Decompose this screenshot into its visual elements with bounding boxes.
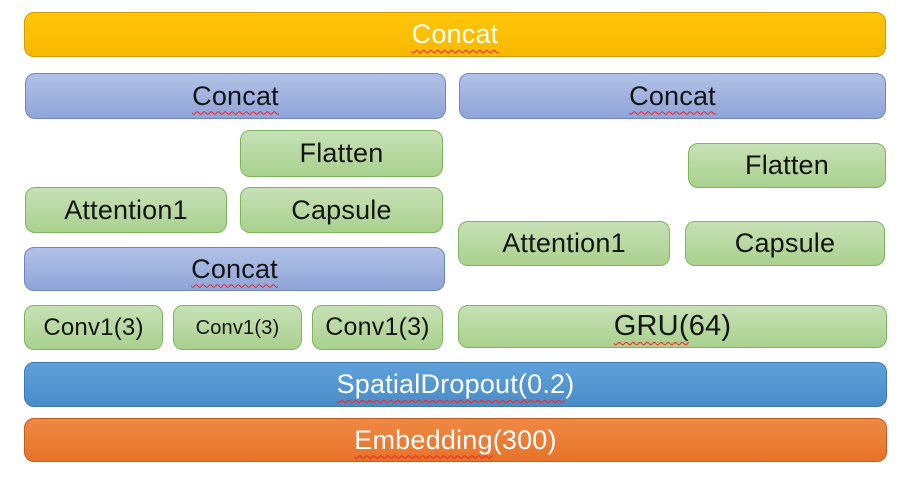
block-left-inner-concat: Concat [24,247,445,291]
block-left-branch-concat-label: Concat [192,80,279,111]
block-conv1-1-label: Conv1(3) [43,313,144,341]
block-right-flatten: Flatten [688,143,886,188]
block-embedding: Embedding(300) [24,418,887,462]
block-output-concat: Concat [24,12,886,57]
block-left-branch-concat: Concat [25,73,446,119]
block-spatial-dropout: SpatialDropout(0.2) [24,362,887,407]
block-left-flatten-label: Flatten [299,138,384,168]
block-output-concat-label: Concat [411,19,499,49]
block-left-attention: Attention1 [25,187,227,233]
block-left-attention-label: Attention1 [64,194,188,225]
block-gru: GRU(64) [458,305,887,348]
block-conv1-2-label: Conv1(3) [195,316,280,339]
block-left-capsule: Capsule [240,187,443,233]
block-right-attention-label: Attention1 [502,228,626,258]
block-embedding-label-prefix: Embedding [354,424,493,455]
block-conv1-1: Conv1(3) [24,305,163,350]
block-right-branch-concat: Concat [459,73,886,119]
block-right-capsule: Capsule [685,221,885,266]
block-conv1-3-label: Conv1(3) [325,313,430,341]
block-gru-label-suffix: 64) [688,310,732,342]
block-right-flatten-label: Flatten [745,150,829,180]
block-right-attention: Attention1 [458,221,670,266]
block-conv1-2: Conv1(3) [173,305,302,350]
block-left-flatten: Flatten [240,130,443,177]
block-gru-label-prefix: GRU( [613,310,689,342]
block-spatial-dropout-label-suffix: ) [565,369,575,399]
block-embedding-label-suffix: (300) [492,424,557,455]
block-conv1-3: Conv1(3) [312,305,443,350]
block-right-branch-concat-label: Concat [629,80,716,111]
block-left-capsule-label: Capsule [291,194,392,225]
block-spatial-dropout-label-prefix: SpatialDropout(0.2 [336,369,566,399]
block-right-capsule-label: Capsule [734,228,836,258]
block-left-inner-concat-label: Concat [191,253,278,284]
